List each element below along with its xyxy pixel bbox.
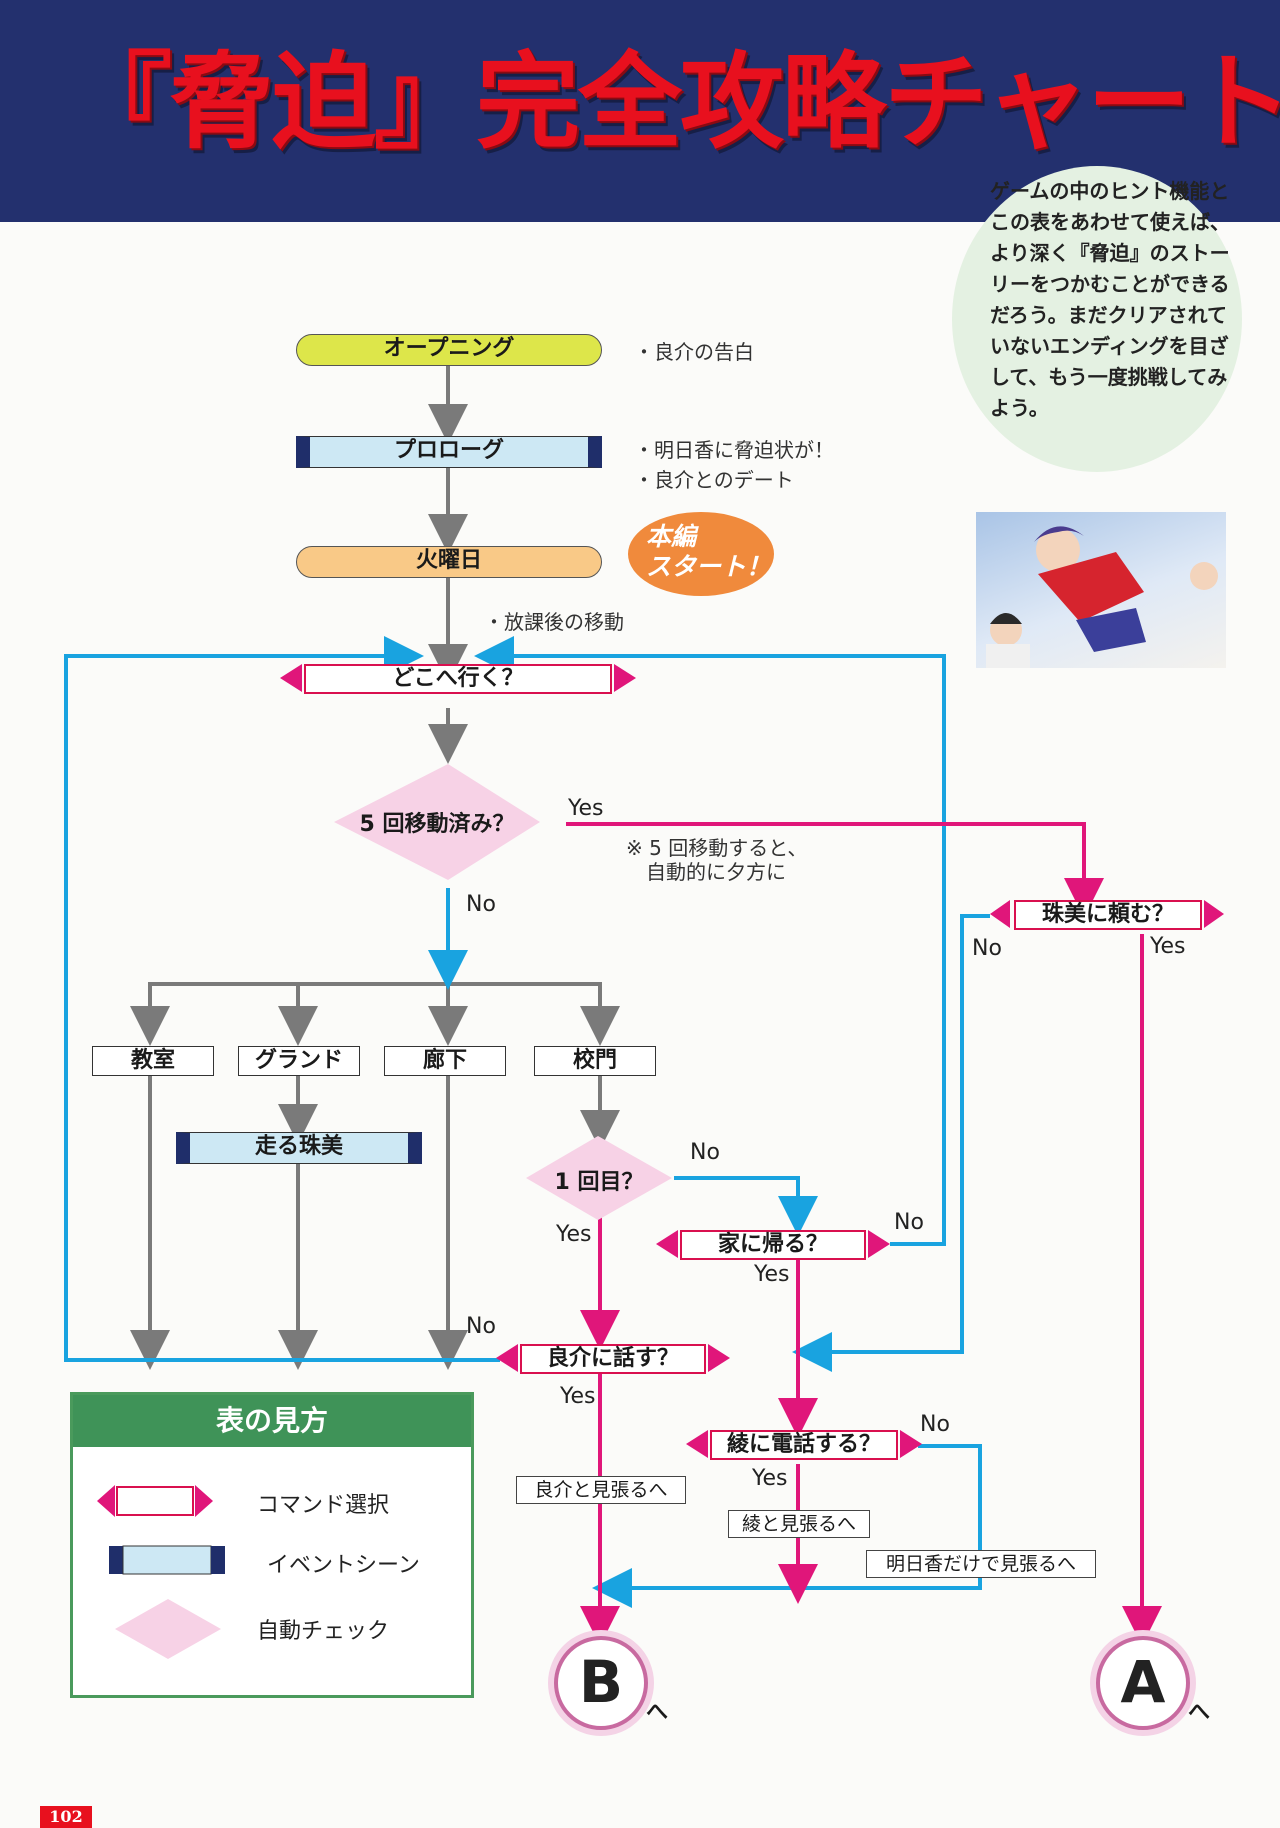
ending-b-suffix: へ: [646, 1700, 669, 1725]
label-yes-phone: Yes: [752, 1466, 788, 1491]
location-ground: グランド: [238, 1046, 360, 1076]
legend-title: 表の見方: [73, 1395, 471, 1447]
node-opening: オープニング: [296, 334, 602, 366]
check-first-time: 1 回目？: [554, 1170, 644, 1195]
check-moved5: 5 回移動済み？: [359, 812, 515, 837]
outcome-ryosuke: 良介と見張るへ: [516, 1476, 686, 1504]
label-no-first: No: [690, 1140, 720, 1165]
label-no-phone: No: [920, 1412, 950, 1437]
page-title: 『脅迫』完全攻略チャート: [68, 41, 1280, 163]
outcome-asuka: 明日香だけで見張るへ: [866, 1550, 1096, 1578]
legend-event-shape: [109, 1545, 225, 1575]
hint-text: ゲームの中のヒント機能とこの表をあわせて使えば、より深く『脅迫』のストーリーをつ…: [990, 179, 1230, 420]
command-tamami: 珠美に頼む？: [1014, 900, 1202, 930]
start-badge-line-2: スタート！: [646, 552, 772, 581]
note-auto-1: ※ 5 回移動すると、: [626, 836, 808, 860]
note-after-school: ・放課後の移動: [484, 610, 624, 634]
label-no-tamami: No: [972, 936, 1002, 961]
label-yes-gohome: Yes: [754, 1262, 790, 1287]
illustration-art: [986, 526, 1218, 668]
legend-command-label: コマンド選択: [257, 1493, 390, 1518]
label-yes-moved5: Yes: [568, 796, 604, 821]
note-opening: ・良介の告白: [634, 340, 754, 364]
ending-a-circle: A: [1096, 1636, 1190, 1730]
location-hallway: 廊下: [384, 1046, 506, 1076]
start-badge-line-1: 本編: [646, 522, 697, 551]
legend-auto-label: 自動チェック: [257, 1619, 390, 1644]
diamond-moved5-shape: [334, 764, 540, 880]
command-phone-aya: 綾に電話する？: [710, 1430, 898, 1460]
label-yes-tamami: Yes: [1150, 934, 1186, 959]
location-gate: 校門: [534, 1046, 656, 1076]
command-go-home: 家に帰る？: [680, 1230, 866, 1260]
legend-event-label: イベントシーン: [267, 1553, 420, 1578]
start-badge: 本編 スタート！: [628, 512, 774, 596]
ending-b-circle: B: [554, 1636, 648, 1730]
location-classroom: 教室: [92, 1046, 214, 1076]
label-yes-talk: Yes: [560, 1384, 596, 1409]
ending-a-suffix: へ: [1188, 1700, 1211, 1725]
label-no-gohome: No: [894, 1210, 924, 1235]
label-yes-first: Yes: [556, 1222, 592, 1247]
command-talk-ryosuke: 良介に話す？: [520, 1344, 706, 1374]
legend-command-shape: [97, 1485, 213, 1517]
command-where: どこへ行く？: [304, 664, 612, 694]
event-running-tamami: 走る珠美: [176, 1132, 422, 1164]
diamond-first-shape: [526, 1136, 672, 1220]
outcome-aya: 綾と見張るへ: [728, 1510, 870, 1538]
note-auto-2: 自動的に夕方に: [646, 860, 786, 884]
character-illustration: [976, 512, 1226, 668]
label-no-moved5: No: [466, 892, 496, 917]
legend-auto-shape: [115, 1599, 221, 1659]
note-prologue-2: ・良介とのデート: [634, 468, 794, 492]
note-prologue-1: ・明日香に脅迫状が！: [634, 438, 834, 462]
node-tuesday: 火曜日: [296, 546, 602, 578]
page-number: 102: [40, 1806, 92, 1828]
event-prologue: プロローグ: [296, 436, 602, 468]
legend-box: 表の見方 コマンド選択 イベントシーン 自動チェック: [70, 1392, 474, 1698]
label-no-talk: No: [466, 1314, 496, 1339]
hint-bubble: [952, 166, 1242, 472]
